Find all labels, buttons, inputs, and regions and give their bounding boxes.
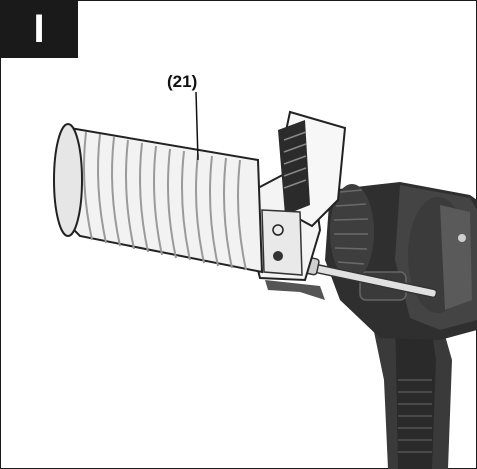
figure-badge: I	[0, 0, 78, 58]
callout-leader-line	[195, 91, 199, 161]
callout-label: (21)	[167, 72, 198, 91]
chuck	[330, 184, 374, 280]
figure-badge-label: I	[33, 7, 45, 51]
drill-handle	[372, 318, 452, 469]
bellows	[53, 123, 264, 274]
dust-collar	[248, 110, 347, 300]
